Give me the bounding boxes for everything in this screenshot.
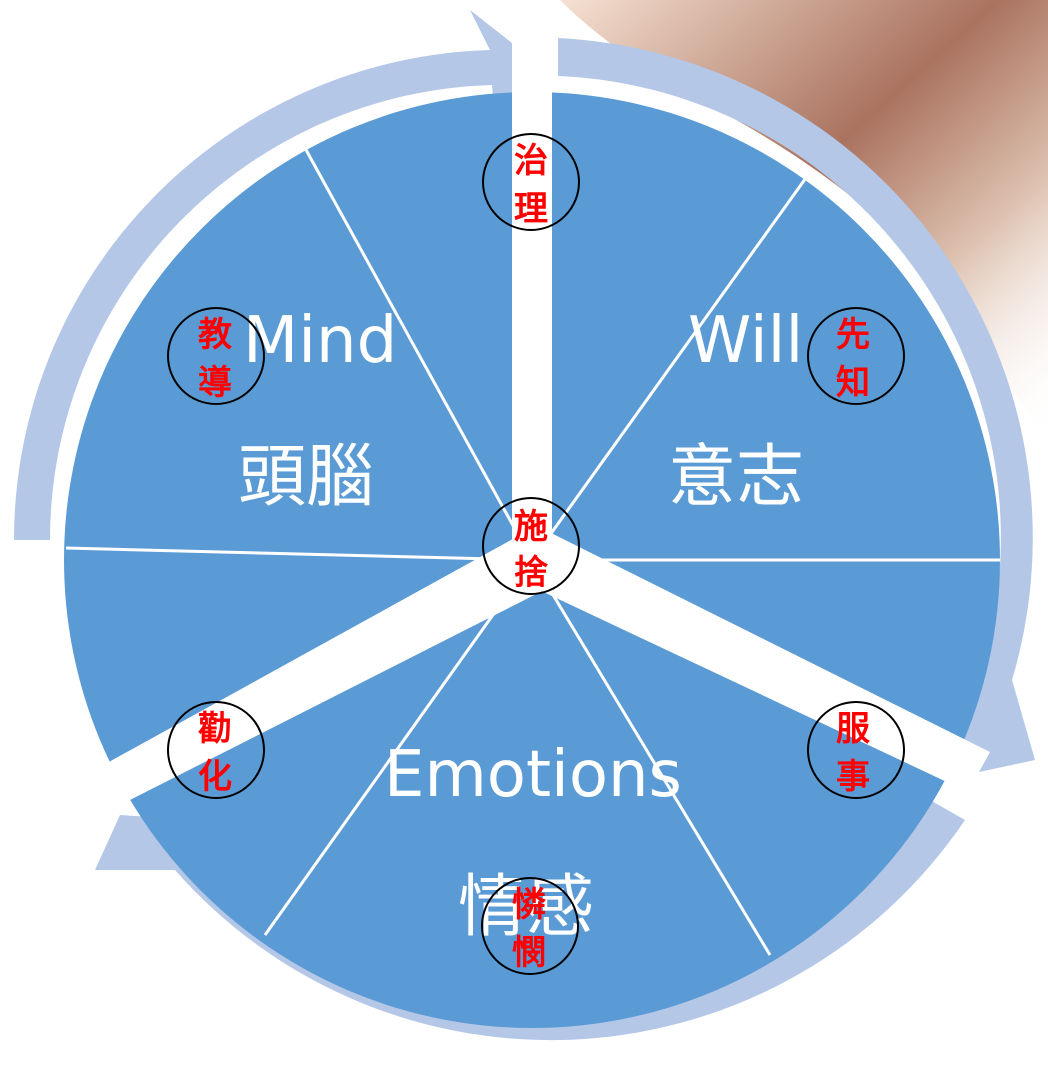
gift-lower-right: 服 事 [807, 701, 905, 799]
mind-label-zh: 頭腦 [238, 438, 374, 517]
gift-top: 治 理 [482, 133, 580, 231]
gift-char-1: 服 [836, 709, 870, 749]
gift-circle [167, 701, 265, 799]
gift-upper-left: 教 導 [167, 307, 265, 405]
ring-arrow-right [558, 38, 1035, 775]
gift-char-1: 教 [198, 315, 232, 355]
gift-char-2: 理 [514, 189, 548, 229]
sector-dividers [98, 0, 990, 805]
gift-char-2: 知 [836, 363, 870, 403]
divider-line [530, 174, 810, 561]
gift-char-1: 先 [836, 315, 870, 355]
will-label-zh: 意志 [668, 438, 804, 517]
gift-lower-left: 勸 化 [167, 701, 265, 799]
gift-char-1: 治 [514, 141, 548, 181]
ring-arrow-top [13, 10, 541, 540]
divider-lower-left [98, 535, 560, 805]
gift-circle [482, 133, 580, 231]
gift-char-2: 捨 [514, 553, 548, 593]
divider-line [303, 147, 534, 561]
gift-char-2: 事 [836, 757, 870, 797]
will-label-en: Will [688, 304, 803, 378]
divider-top [512, 0, 552, 560]
gift-char-1: 施 [514, 507, 548, 547]
divider-line [530, 559, 772, 956]
gift-char-2: 憫 [512, 933, 546, 973]
gift-circle [481, 877, 579, 975]
emotions-label-en: Emotions [384, 738, 682, 812]
ring-arrow-bottom [95, 800, 965, 1041]
divider-lines [65, 147, 1000, 956]
divider-line [263, 559, 534, 936]
gift-char-1: 勸 [198, 709, 232, 749]
divider-lower-right [518, 530, 990, 792]
gift-char-2: 化 [198, 757, 232, 797]
gift-upper-right: 先 知 [807, 307, 905, 405]
mind-label-en: Mind [243, 304, 397, 378]
divider-line [65, 546, 533, 562]
gift-circle [167, 307, 265, 405]
gift-center: 施 捨 [482, 497, 580, 595]
gift-bottom: 憐 憫 [481, 877, 579, 975]
emotions-label-zh: 情感 [458, 868, 594, 947]
gift-circle [807, 701, 905, 799]
cycle-ring [13, 10, 1035, 1041]
gift-circle [482, 497, 580, 595]
gift-char-1: 憐 [512, 885, 547, 925]
gift-char-2: 導 [198, 363, 232, 403]
background-hand-image [560, 0, 1048, 440]
gift-circle [807, 307, 905, 405]
